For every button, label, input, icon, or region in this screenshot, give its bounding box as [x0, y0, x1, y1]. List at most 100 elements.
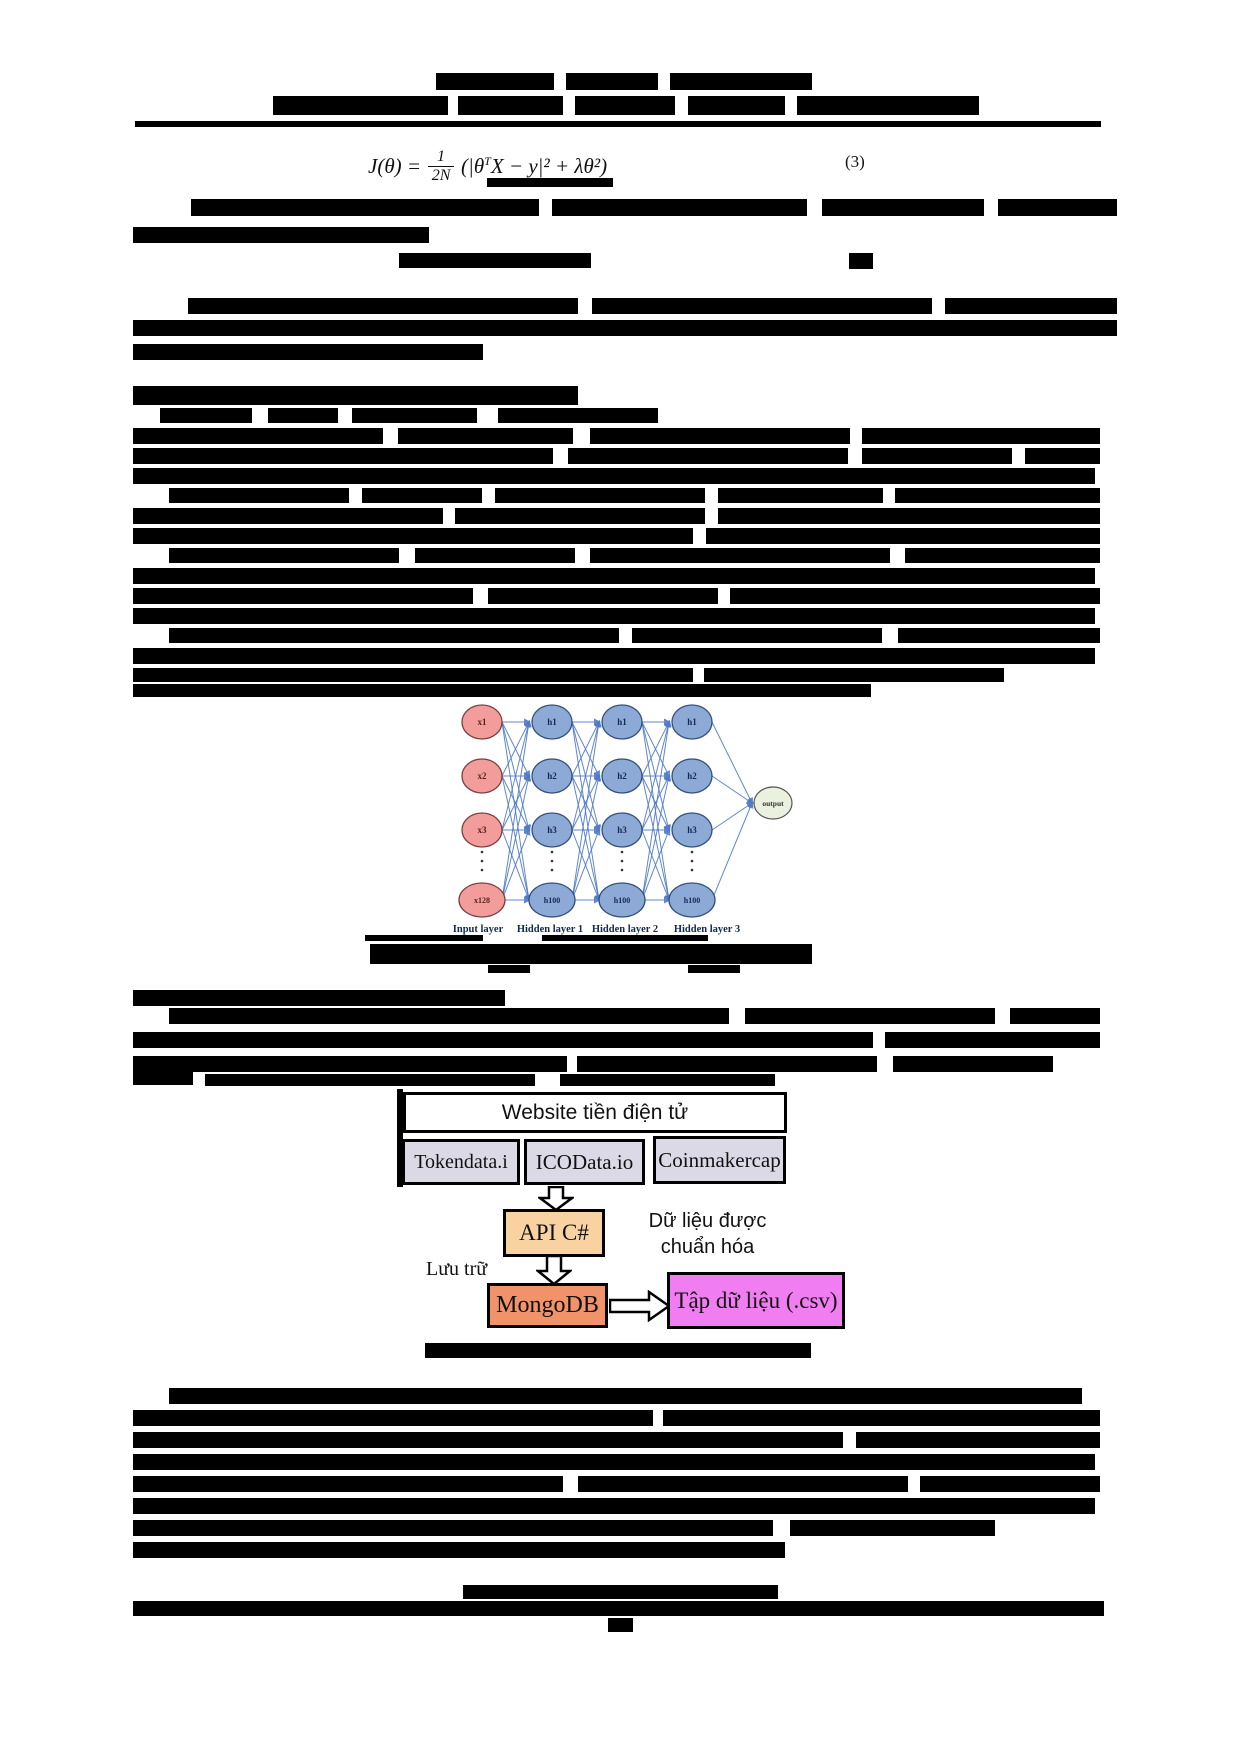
redaction-bar: [436, 73, 554, 90]
redaction-bar: [488, 965, 530, 973]
redaction-bar: [905, 548, 1100, 563]
redaction-bar: [577, 1056, 877, 1072]
redaction-bar: [133, 1498, 1095, 1514]
redaction-bar: [849, 253, 873, 269]
redaction-bar: [463, 1585, 778, 1599]
flow-note-line1: Dữ liệu được: [648, 1210, 767, 1232]
nn-input-node: x1: [461, 704, 503, 740]
redaction-bar: [399, 253, 591, 268]
nn-hidden-node: h3: [671, 812, 713, 848]
redaction-bar: [133, 608, 1095, 624]
nn-input-node: x3: [461, 812, 503, 848]
redaction-bar: [670, 73, 812, 90]
equation: J(θ) = 1 2N (|θTX − y|² + λθ²): [368, 141, 607, 191]
svg-text:h3: h3: [547, 825, 557, 835]
down-arrow-icon: [536, 1255, 572, 1285]
nn-input-node: x2: [461, 758, 503, 794]
nn-hidden-node: h3: [531, 812, 573, 848]
redaction-bar: [998, 199, 1117, 216]
redaction-bar: [133, 227, 429, 243]
redaction-bar: [632, 628, 882, 643]
redaction-bar: [169, 1008, 729, 1024]
equation-rhs: (|θTX − y|² + λθ²): [461, 154, 607, 179]
flow-shadow-strip: [397, 1089, 403, 1187]
redaction-bar: [893, 1056, 1053, 1072]
redaction-bar: [590, 548, 890, 563]
nn-hidden-node: h1: [671, 704, 713, 740]
redaction-bar: [415, 548, 575, 563]
redaction-bar: [133, 1542, 785, 1558]
svg-text:h100: h100: [684, 896, 700, 905]
svg-text:h2: h2: [547, 771, 557, 781]
redaction-bar: [133, 320, 1117, 336]
redaction-bar: [1010, 1008, 1100, 1024]
redaction-bar: [862, 428, 1100, 444]
equation-rhs-open: (|θ: [461, 153, 485, 178]
nn-hidden-node: h1: [531, 704, 573, 740]
nn-hidden-node: h100: [598, 882, 646, 918]
nn-output-node: output: [753, 786, 793, 820]
svg-text:h2: h2: [687, 771, 697, 781]
redaction-bar: [425, 1343, 811, 1358]
redaction-bar: [133, 1056, 567, 1072]
redaction-bar: [133, 528, 693, 544]
nn-hidden-node: h100: [528, 882, 576, 918]
nn-hidden-node: h2: [671, 758, 713, 794]
redaction-bar: [704, 668, 1004, 682]
redaction-bar: [133, 568, 1095, 584]
redaction-bar: [133, 1410, 653, 1426]
redaction-bar: [362, 488, 482, 503]
equation-lhs: J(θ) =: [368, 153, 422, 178]
redaction-bar: [135, 121, 1101, 127]
redaction-bar: [590, 428, 850, 444]
redaction-bar: [365, 935, 483, 941]
redaction-bar: [552, 199, 807, 216]
flow-api-box: API C#: [503, 1209, 605, 1257]
svg-text:h100: h100: [544, 896, 560, 905]
redaction-bar: [273, 96, 448, 115]
nn-layer-caption: Input layer: [453, 924, 504, 935]
flow-website-box: Website tiền điện tử: [403, 1092, 787, 1133]
right-arrow-icon: [609, 1290, 671, 1322]
redaction-bar: [790, 1520, 995, 1536]
svg-text:h1: h1: [547, 717, 557, 727]
svg-text:h3: h3: [617, 825, 627, 835]
svg-text:x2: x2: [478, 771, 488, 781]
redaction-bar: [133, 428, 383, 444]
redaction-bar: [370, 944, 812, 964]
equation-number: (3): [845, 152, 865, 171]
neural-network-figure: x1 x2 x3 x128 h1 h2 h3 h100 h1 h2 h3 h100 h1 h2 h3 h100…: [453, 704, 793, 935]
nn-hidden-node: h2: [601, 758, 643, 794]
redaction-bar: [133, 1432, 843, 1448]
svg-text:h3: h3: [687, 825, 697, 835]
redaction-bar: [920, 1476, 1100, 1492]
redaction-bar: [592, 298, 932, 314]
flow-note-line2: chuẩn hóa: [660, 1236, 755, 1258]
redaction-bar: [169, 488, 349, 503]
redaction-bar: [133, 508, 443, 524]
redaction-bar: [568, 448, 848, 464]
redaction-bar: [133, 1520, 773, 1536]
redaction-bar: [133, 344, 483, 360]
flow-mongodb-box: MongoDB: [487, 1283, 608, 1328]
redaction-bar: [542, 935, 708, 941]
redaction-bar: [495, 488, 705, 503]
svg-text:x3: x3: [478, 825, 488, 835]
redaction-bar: [797, 96, 979, 115]
redaction-bar: [862, 448, 1012, 464]
equation-superscript-T: T: [484, 153, 491, 168]
redaction-bar: [133, 990, 505, 1006]
fraction-denominator: 2N: [431, 166, 451, 184]
redaction-bar: [133, 1601, 1104, 1616]
redaction-bar: [663, 1410, 1100, 1426]
svg-text:output: output: [762, 799, 784, 808]
svg-text:h1: h1: [617, 717, 627, 727]
svg-text:x128: x128: [474, 896, 490, 905]
redaction-bar: [133, 386, 578, 405]
redaction-bar: [566, 73, 658, 90]
redaction-bar: [133, 684, 871, 697]
equation-fraction: 1 2N: [428, 148, 455, 184]
nn-hidden-node: h100: [668, 882, 716, 918]
redaction-bar: [898, 628, 1100, 643]
